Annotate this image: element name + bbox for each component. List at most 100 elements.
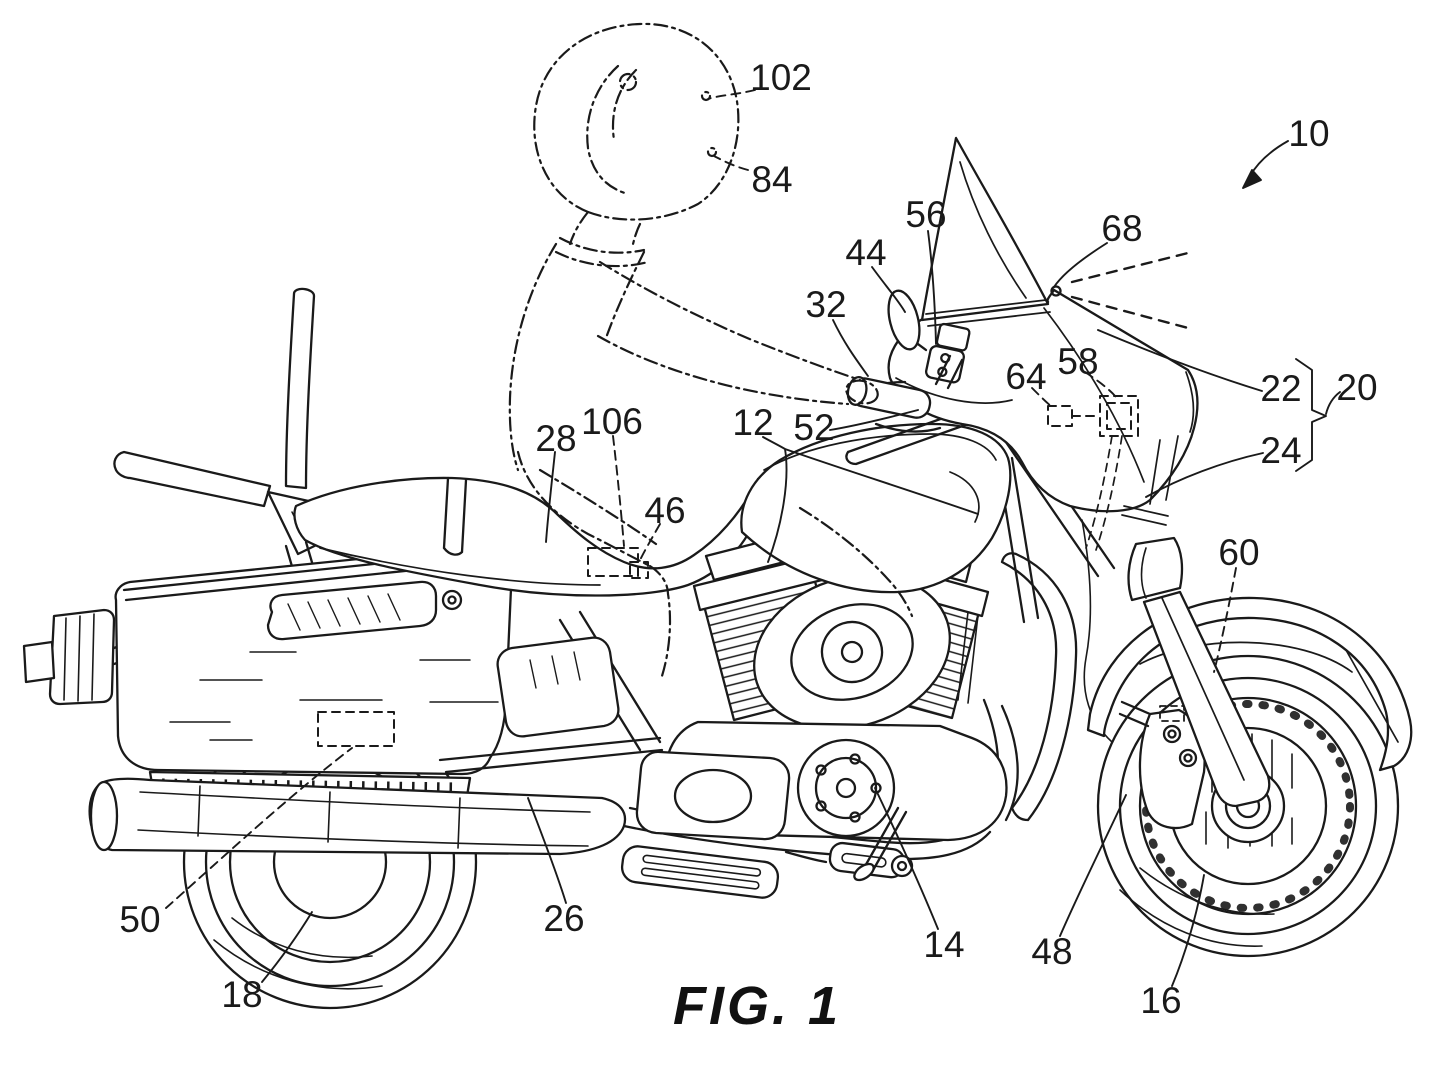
saddlebag-handle-hatching: [287, 593, 401, 631]
ref-label-24: 24: [1260, 430, 1301, 471]
ref-label-12: 12: [732, 402, 773, 443]
saddlebag: [114, 546, 514, 804]
figure-caption: FIG. 1: [673, 976, 841, 1036]
rider-knee-shin: [648, 564, 672, 678]
helmet-fastener-lower: [706, 146, 718, 158]
leader-20: [1325, 391, 1341, 415]
rider-thigh-upper: [538, 468, 658, 546]
leader-102: [707, 89, 756, 100]
pushrod-tubes: [957, 611, 979, 704]
heat-shield-lines: [137, 791, 591, 847]
front-wheel: [1096, 654, 1400, 958]
leader-12: [762, 436, 979, 563]
helmet-vent: [618, 72, 638, 92]
leader-10: [1249, 140, 1289, 177]
fender-skirt-edge: [1345, 649, 1399, 743]
ref-label-16: 16: [1140, 980, 1181, 1021]
arrowhead-10: [1242, 169, 1262, 189]
helmet-visor-inner: [611, 68, 638, 142]
muffler-end-cap: [89, 780, 119, 852]
front-tire-outer: [1096, 654, 1400, 958]
ref-label-60: 60: [1218, 532, 1259, 573]
saddlebag-shading-lines: [169, 651, 499, 741]
ref-label-58: 58: [1057, 341, 1098, 382]
leader-84: [713, 155, 749, 171]
leader-58: [1084, 371, 1117, 398]
bar-riser: [934, 354, 964, 390]
helmet-fastener-upper: [700, 90, 712, 102]
caliper-sensor-box: [1159, 705, 1185, 722]
rider-floorboard: [620, 845, 780, 899]
rider-far-leg: [798, 506, 914, 618]
saddlebag-handle-recess: [266, 580, 438, 641]
rider-back: [508, 242, 558, 472]
leader-18: [261, 911, 313, 983]
footpeg-bolt: [890, 854, 914, 878]
leader-50: [165, 747, 353, 909]
leader-14: [874, 787, 939, 930]
bracket-20: [1295, 358, 1327, 472]
ref-label-52: 52: [793, 407, 834, 448]
seat-sensor-box-46: [629, 561, 649, 579]
saddlebag-latch: [441, 589, 463, 611]
primary-cover: [635, 750, 791, 841]
primary-cover-detail: [673, 768, 753, 824]
ref-label-64: 64: [1005, 356, 1046, 397]
neck-lines: [568, 210, 642, 250]
phantom-rider: [508, 22, 914, 678]
leader-24: [1145, 452, 1264, 498]
ref-label-56: 56: [905, 194, 946, 235]
ref-label-84: 84: [751, 159, 792, 200]
ref-label-48: 48: [1031, 931, 1072, 972]
ref-label-18: 18: [221, 974, 262, 1015]
leader-68: [1053, 242, 1108, 288]
fork-cover: [1127, 536, 1184, 602]
leader-48: [1059, 794, 1127, 937]
rider-arm-top: [598, 260, 862, 382]
master-cylinder: [935, 322, 971, 352]
brake-lever: [874, 422, 942, 433]
ref-label-20: 20: [1336, 367, 1377, 408]
exhaust-system: [88, 698, 1019, 861]
engine-guard-bar: [1000, 552, 1078, 822]
leader-32: [832, 319, 869, 377]
ref-label-68: 68: [1101, 208, 1142, 249]
seat-strap: [442, 476, 468, 556]
leader-lines: [165, 89, 1341, 987]
kickstand: [862, 806, 908, 874]
sensor-wiring: [1085, 435, 1123, 551]
front-tire-shading: [1119, 867, 1275, 947]
reference-labels: 102 84 10 68 56 44 32 52 12 22 20 24 58 …: [119, 57, 1377, 1036]
windshield-trim: [925, 299, 1051, 327]
rear-tire-shading: [213, 917, 383, 990]
helmet-outline: [533, 22, 740, 221]
ref-label-22: 22: [1260, 368, 1301, 409]
leader-44: [871, 266, 906, 313]
saddlebag-sensor-box-50: [317, 711, 395, 747]
ref-label-106: 106: [581, 401, 643, 442]
fairing-sensor-box-58-inner: [1106, 402, 1132, 430]
fairing-seam: [1043, 307, 1145, 483]
front-fork-slider: [1127, 536, 1271, 808]
leader-28: [545, 451, 556, 543]
ref-label-14: 14: [923, 924, 964, 965]
leader-56: [927, 230, 937, 345]
clutch-cover: [796, 738, 896, 838]
rider-thigh: [516, 450, 652, 568]
hidden-sensors: [317, 250, 1194, 747]
rider-chest: [604, 250, 646, 340]
ref-label-28: 28: [535, 418, 576, 459]
mirror: [887, 289, 921, 351]
tank-knee-dent: [949, 471, 980, 523]
leader-16: [1171, 874, 1205, 987]
fuel-tank: [740, 410, 1012, 594]
leader-60: [1213, 567, 1237, 673]
sissy-bar: [284, 287, 316, 490]
side-cover-and-rails: [438, 610, 664, 774]
ref-label-32: 32: [805, 284, 846, 325]
leader-52: [829, 409, 919, 431]
leader-46: [639, 523, 661, 561]
helmet-visor-edge: [586, 64, 630, 196]
